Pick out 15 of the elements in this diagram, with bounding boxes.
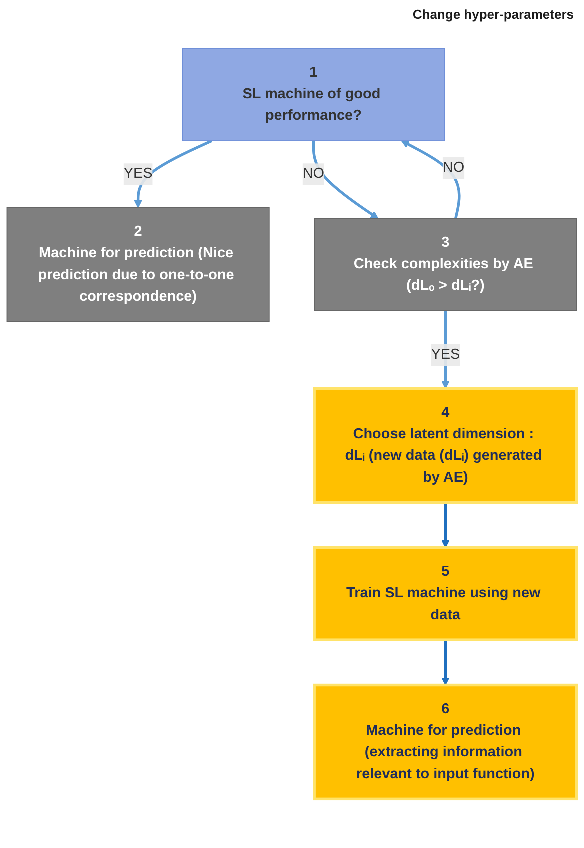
node-box: 3 Check complexities by AE (dLₒ > dLᵢ?) <box>314 218 578 312</box>
node-box: 4 Choose latent dimension : dLᵢ (new data (dLᵢ) generated by AE) <box>313 387 578 504</box>
node-box: 2 Machine for prediction (Nice prediction due to one-to-one correspondence) <box>6 207 270 322</box>
arrow <box>442 640 450 686</box>
node-box: 6 Machine for prediction (extracting information relevant to input function) <box>313 684 578 801</box>
note-text: Change hyper-parameters <box>412 7 574 22</box>
edge-label: NO <box>442 160 465 176</box>
node-box: 5 Train SL machine using new data <box>313 546 578 642</box>
node-box: 1 SL machine of good performance? <box>182 48 446 142</box>
edge-label: NO <box>302 166 325 182</box>
arrow <box>312 141 379 220</box>
edge-label: YES <box>124 166 153 182</box>
edge-label: YES <box>431 347 460 363</box>
arrow <box>401 140 461 220</box>
arrow <box>442 502 450 548</box>
